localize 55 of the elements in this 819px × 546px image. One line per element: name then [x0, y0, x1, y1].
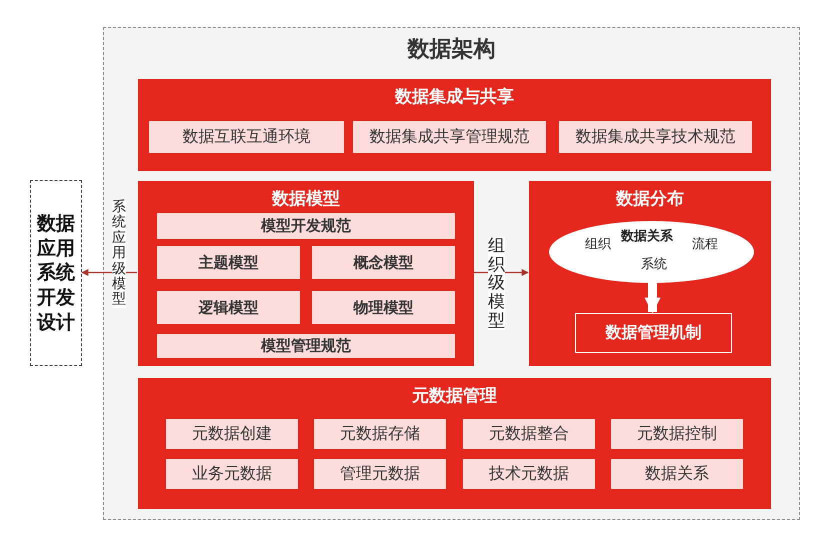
ellipse-label: 数据关系 — [621, 228, 673, 245]
block-arrow — [644, 282, 660, 314]
item-box — [611, 419, 743, 449]
ellipse-label: 系统 — [641, 256, 667, 273]
item-box — [559, 121, 752, 153]
mechanism-box — [575, 313, 732, 353]
item-label: 管理元数据 — [339, 464, 421, 484]
item-label: 概念模型 — [352, 253, 414, 272]
item-box — [157, 291, 300, 324]
section-heading: 数据分布 — [614, 188, 685, 210]
side-label: 数据应用系统开发设计 — [36, 211, 76, 335]
item-box — [353, 121, 546, 153]
section-heading: 数据集成与共享 — [394, 86, 515, 108]
ellipse-label: 组织 — [585, 236, 611, 253]
section-panel — [138, 79, 771, 171]
item-box — [157, 246, 300, 279]
item-label: 数据集成共享技术规范 — [574, 126, 736, 148]
architecture-frame — [103, 27, 800, 520]
item-box — [157, 334, 455, 358]
item-box — [157, 213, 455, 239]
item-box — [463, 459, 595, 489]
item-label: 模型开发规范 — [260, 216, 352, 236]
dashed-box — [30, 180, 82, 366]
item-label: 元数据创建 — [191, 424, 273, 444]
section-panel — [529, 181, 771, 366]
section-heading: 元数据管理 — [411, 385, 498, 407]
item-box — [314, 419, 446, 449]
frame-heading: 数据架构 — [406, 36, 496, 64]
item-label: 物理模型 — [352, 298, 414, 317]
item-box — [149, 121, 344, 153]
section-panel — [138, 378, 771, 509]
item-label: 数据集成共享管理规范 — [368, 126, 530, 148]
item-box — [312, 291, 455, 324]
item-box — [463, 419, 595, 449]
item-label: 模型管理规范 — [260, 336, 352, 356]
item-label: 元数据存储 — [339, 424, 421, 444]
item-label: 元数据控制 — [636, 424, 718, 444]
item-box — [312, 246, 455, 279]
item-label: 逻辑模型 — [198, 298, 260, 317]
mechanism-label: 数据管理机制 — [604, 322, 702, 344]
item-label: 技术元数据 — [488, 464, 570, 484]
item-box — [314, 459, 446, 489]
item-box — [166, 459, 298, 489]
edge-label: 系统应用级模型 — [112, 200, 126, 308]
item-label: 数据互联互通环境 — [182, 126, 312, 148]
item-label: 数据关系 — [644, 464, 710, 484]
section-heading: 数据模型 — [270, 188, 341, 210]
edge-label: 组织级模型 — [488, 237, 505, 330]
ellipse-label: 流程 — [692, 236, 718, 253]
item-label: 主题模型 — [198, 253, 260, 272]
item-label: 业务元数据 — [191, 464, 273, 484]
item-box — [166, 419, 298, 449]
section-panel — [138, 181, 474, 366]
item-label: 元数据整合 — [488, 424, 570, 444]
item-box — [611, 459, 743, 489]
